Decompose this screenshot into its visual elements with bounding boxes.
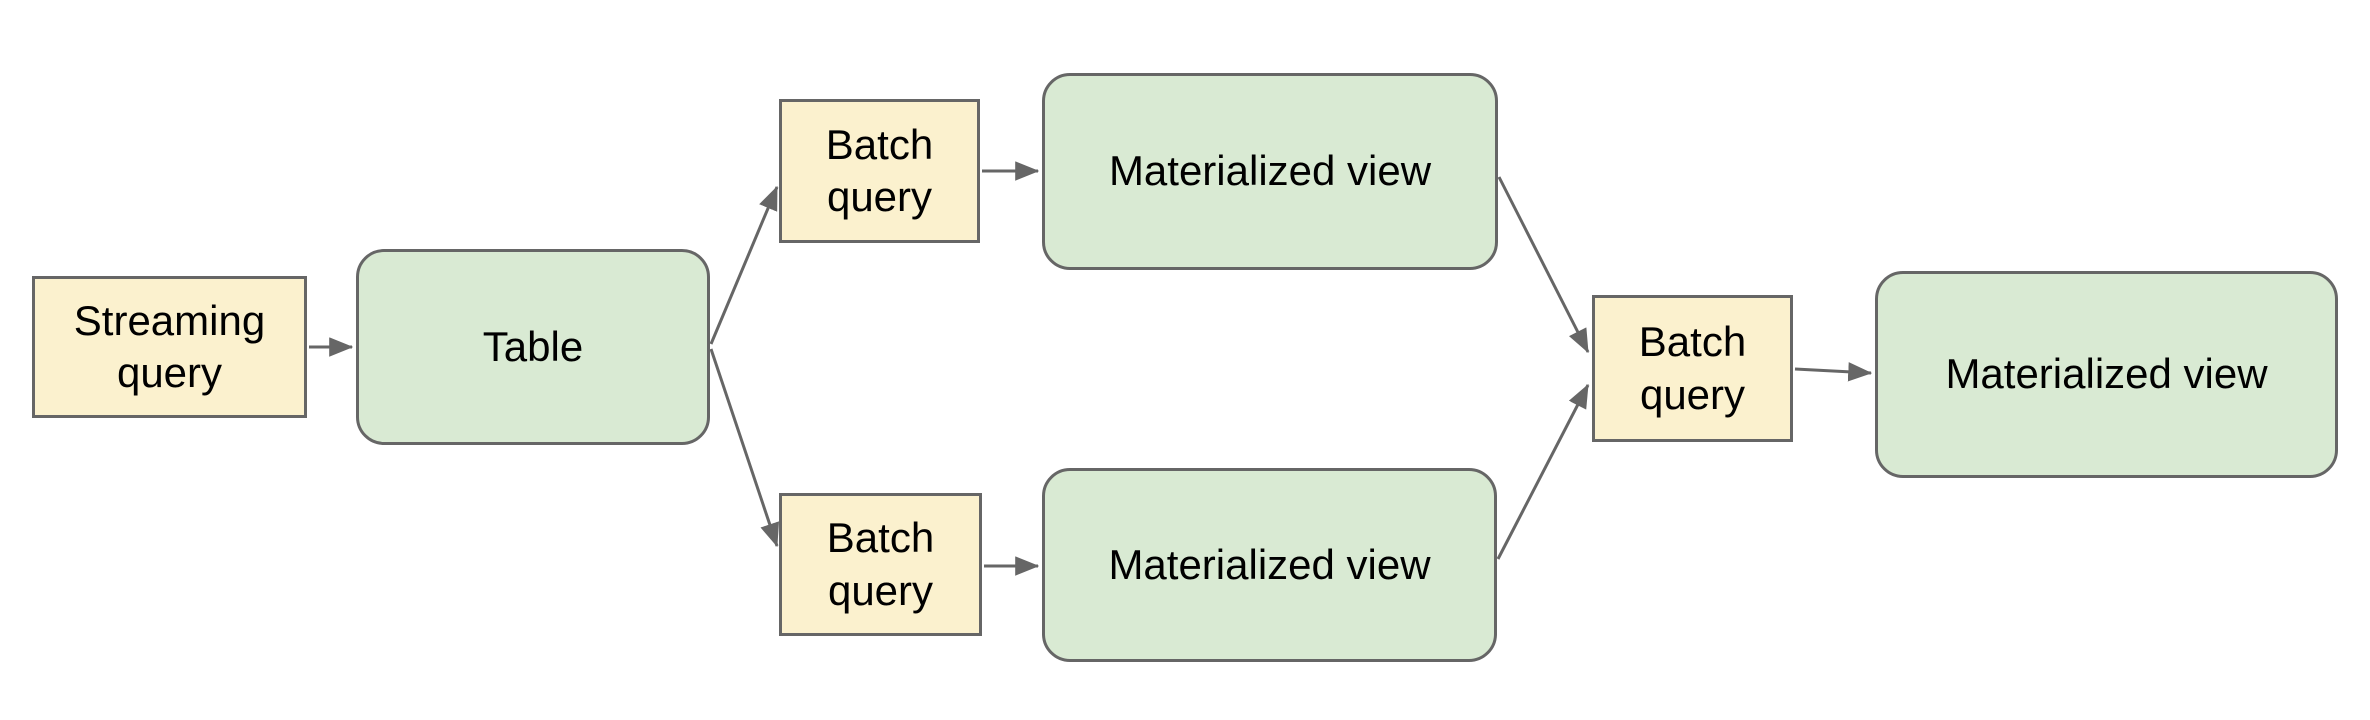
node-materialized-view-final: Materialized view (1875, 271, 2338, 478)
node-materialized-view-final-label: Materialized view (1945, 350, 2268, 398)
edge-batch-query-final-to-materialized-view-final (1794, 362, 1873, 382)
node-batch-query-top-label: Batch query (825, 120, 934, 221)
edge-materialized-view-top-to-batch-query-final (1497, 176, 1590, 354)
node-streaming-query-label: Streaming query (73, 296, 266, 397)
node-streaming-query: Streaming query (32, 276, 307, 418)
edge-table-to-batch-query-top (709, 185, 779, 345)
edge-materialized-view-bottom-to-batch-query-final (1496, 383, 1590, 560)
node-batch-query-bottom: Batch query (779, 493, 982, 636)
node-materialized-view-bottom: Materialized view (1042, 468, 1497, 662)
node-batch-query-final-label: Batch query (1638, 318, 1747, 418)
node-materialized-view-top-label: Materialized view (1108, 147, 1432, 195)
edge-table-to-batch-query-bottom (709, 348, 780, 548)
node-batch-query-bottom-label: Batch query (826, 514, 935, 614)
node-batch-query-top: Batch query (779, 99, 980, 243)
node-table-label: Table (482, 322, 584, 370)
node-table: Table (356, 249, 710, 445)
node-batch-query-final: Batch query (1592, 295, 1793, 442)
node-materialized-view-bottom-label: Materialized view (1108, 540, 1431, 588)
node-materialized-view-top: Materialized view (1042, 73, 1498, 270)
